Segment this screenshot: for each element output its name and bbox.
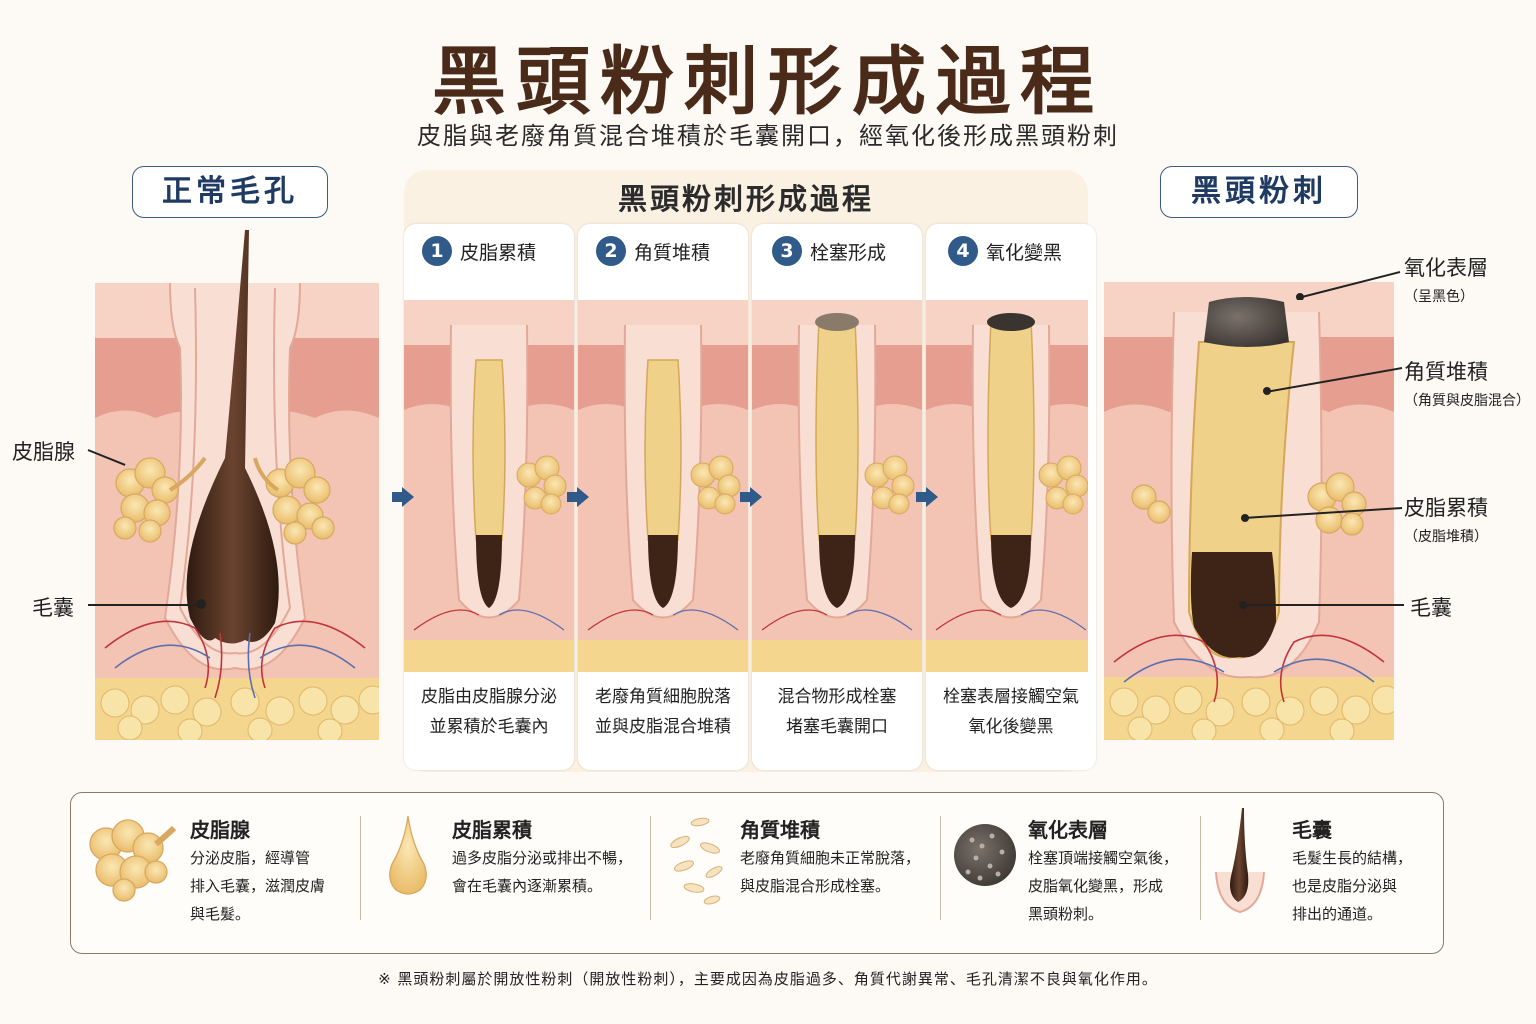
legend-text: 老廢角質細胞未正常脫落，與皮脂混合形成栓塞。	[740, 849, 921, 895]
leader-lines	[1238, 600, 1406, 610]
arrow-right-icon	[738, 486, 764, 508]
legend-heading: 皮脂腺	[190, 818, 250, 842]
leader-dot	[196, 599, 206, 609]
page-title: 黑頭粉刺形成過程	[432, 39, 1104, 125]
keratin-flakes-icon	[666, 816, 726, 908]
arrow-right-icon	[565, 486, 591, 508]
legend-divider	[650, 816, 651, 920]
label-keratin-buildup: 角質堆積	[1404, 360, 1488, 384]
label-sebum-buildup: 皮脂累積	[1404, 496, 1488, 520]
label-sebum-buildup-sub: （皮脂堆積）	[1404, 529, 1488, 545]
legend-text: 毛髮生長的結構，也是皮脂分泌與排出的通道。	[1292, 849, 1413, 923]
arrow-right-icon	[390, 486, 416, 508]
sebaceous-gland-icon	[84, 814, 176, 904]
label-sebaceous-gland: 皮脂腺	[12, 440, 75, 464]
legend-heading: 氧化表層	[1028, 818, 1108, 842]
step-label: 角質堆積	[634, 241, 711, 264]
legend-divider	[940, 816, 941, 920]
label-oxidized-layer: 氧化表層	[1404, 256, 1488, 280]
step-header-2: 2 角質堆積	[596, 234, 710, 268]
legend-heading: 皮脂累積	[452, 818, 532, 842]
process-title: 黑頭粉刺形成過程	[617, 182, 874, 216]
step-number: 4	[948, 236, 978, 266]
label-keratin-buildup-sub: （角質與皮脂混合）	[1404, 393, 1530, 409]
blackhead-illustration	[1104, 282, 1394, 740]
step-header-4: 4 氧化變黑	[948, 234, 1062, 268]
step-label: 皮脂累積	[460, 241, 537, 264]
step-number: 1	[422, 236, 452, 266]
step-caption-1: 皮脂由皮脂腺分泌並累積於毛囊內	[421, 687, 557, 737]
normal-pore-badge: 正常毛孔	[132, 166, 328, 218]
sebum-drop-icon	[386, 814, 430, 898]
legend-text: 栓塞頂端接觸空氣後，皮脂氧化變黑，形成黑頭粉刺。	[1028, 849, 1179, 923]
step-number: 3	[772, 236, 802, 266]
normal-pore-illustration	[95, 228, 379, 740]
step-caption-4: 栓塞表層接觸空氣氧化後變黑	[943, 687, 1079, 737]
step-header-3: 3 栓塞形成	[772, 234, 886, 268]
legend-box	[70, 792, 1444, 954]
arrow-right-icon	[914, 486, 940, 508]
leader-lines	[1240, 504, 1406, 524]
legend-divider	[360, 816, 361, 920]
step-label: 栓塞形成	[810, 241, 887, 264]
legend-text: 過多皮脂分泌或排出不暢，會在毛囊內逐漸累積。	[452, 849, 633, 895]
page-subtitle: 皮脂與老廢角質混合堆積於毛囊開口，經氧化後形成黑頭粉刺	[417, 122, 1119, 150]
step-caption-2: 老廢角質細胞脫落並與皮脂混合堆積	[595, 687, 731, 737]
legend-text: 分泌皮脂，經導管排入毛囊，滋潤皮膚與毛髮。	[190, 849, 326, 923]
leader-lines	[1262, 366, 1406, 396]
label-follicle-right: 毛囊	[1410, 596, 1452, 620]
leader-lines	[1296, 270, 1406, 300]
legend-heading: 角質堆積	[740, 818, 820, 842]
label-oxidized-layer-sub: （呈黑色）	[1404, 289, 1474, 305]
label-follicle: 毛囊	[32, 596, 74, 620]
follicle-icon	[1208, 806, 1272, 918]
blackhead-badge: 黑頭粉刺	[1160, 166, 1358, 218]
leader-line	[88, 604, 200, 606]
step-number: 2	[596, 236, 626, 266]
footnote: ※ 黑頭粉刺屬於開放性粉刺（開放性粉刺），主要成因為皮脂過多、角質代謝異常、毛孔…	[378, 970, 1158, 988]
legend-divider	[1200, 816, 1201, 920]
step-header-1: 1 皮脂累積	[422, 234, 536, 268]
oxidized-plug-icon	[952, 822, 1018, 888]
step-label: 氧化變黑	[986, 241, 1063, 264]
step-caption-3: 混合物形成栓塞堵塞毛囊開口	[777, 687, 897, 737]
step-illustrations	[404, 300, 1088, 672]
legend-heading: 毛囊	[1292, 818, 1332, 842]
